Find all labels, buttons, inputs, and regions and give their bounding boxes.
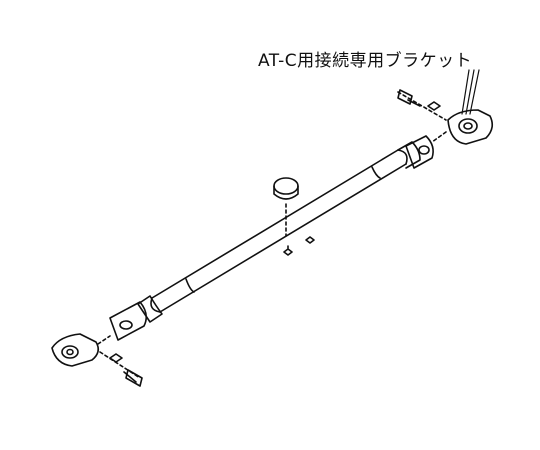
- callout-leader-lines: [461, 69, 480, 115]
- bolt-right: [397, 89, 447, 121]
- rod-end-left: [109, 301, 148, 341]
- bolt-left: [99, 351, 143, 387]
- bracket-right: [431, 109, 494, 145]
- cylinder-tube: [137, 141, 421, 323]
- clamp-ring: [273, 177, 299, 237]
- bracket-left: [51, 333, 111, 367]
- rod-end-right: [405, 135, 434, 169]
- bracket-callout-label: AT-C用接続専用ブラケット: [258, 51, 473, 71]
- small-screws: [283, 236, 315, 256]
